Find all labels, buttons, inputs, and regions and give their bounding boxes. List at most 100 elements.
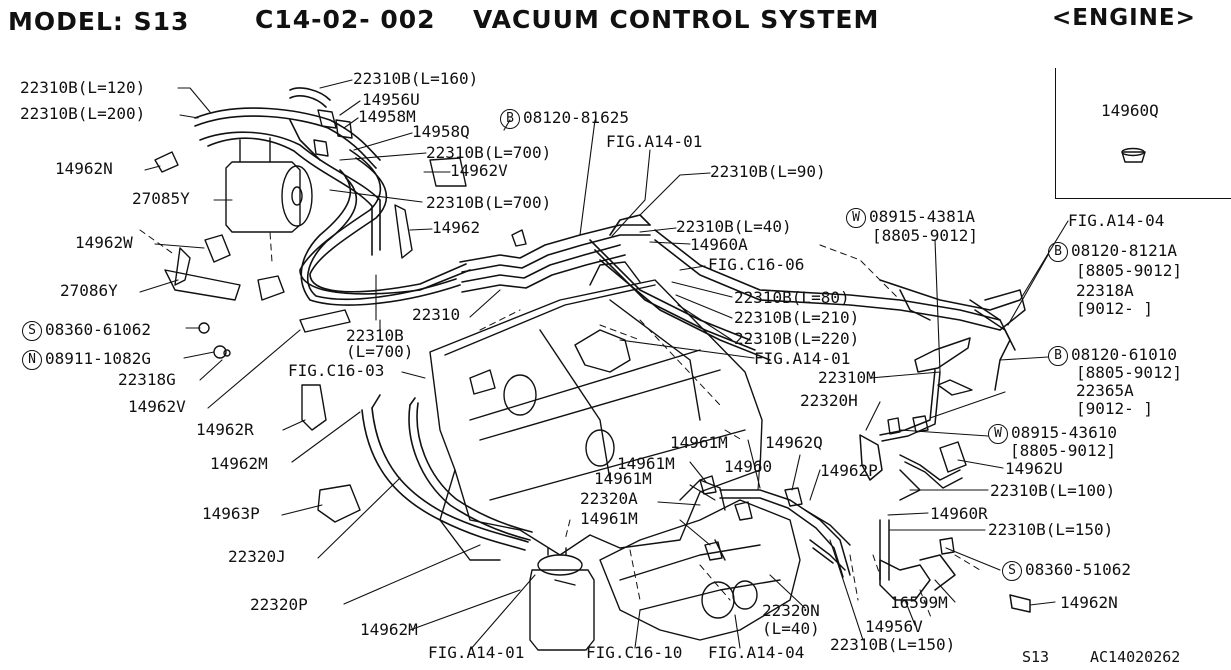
part-callout: 22310B(L=210)	[734, 309, 859, 327]
part-number-text: FIG.A14-04	[708, 643, 805, 662]
canister-drawing	[225, 137, 313, 233]
part-number-text: 14962	[432, 218, 481, 237]
part-number-text: 14961M	[670, 433, 728, 452]
part-number-text: 08360-61062	[45, 320, 151, 339]
part-number-text: 22320N	[762, 601, 820, 620]
part-callout: 22320P	[250, 596, 308, 614]
part-number-text: 14962M	[360, 620, 418, 639]
part-callout: 14962V	[128, 398, 186, 416]
part-number-text: 14958Q	[412, 122, 470, 141]
part-callout: [8805-9012]	[872, 227, 978, 245]
fastener-type-badge: S	[22, 321, 42, 341]
part-callout: 22320J	[228, 548, 286, 566]
part-number-text: (L=40)	[762, 619, 820, 638]
part-number-text: 14960	[724, 457, 773, 476]
part-callout: 14962P	[820, 462, 878, 480]
part-number-text: 14962V	[450, 161, 508, 180]
part-callout: 14956U	[362, 91, 420, 109]
part-callout: 14963P	[202, 505, 260, 523]
part-number-text: 22310M	[818, 368, 876, 387]
part-number-text: 22318A	[1076, 281, 1134, 300]
part-number-text: 16599M	[890, 593, 948, 612]
part-callout: 14961M	[617, 455, 675, 473]
part-number-text: [9012- ]	[1076, 299, 1154, 318]
part-number-text: 22310B(L=210)	[734, 308, 860, 327]
part-callout: 22310M	[818, 369, 876, 387]
part-callout: FIG.C16-06	[708, 256, 804, 274]
inset-box	[1055, 68, 1231, 199]
part-number-text: 22310B(L=700)	[426, 193, 552, 212]
part-callout: 14962V	[450, 162, 508, 180]
part-number-text: 08120-61010	[1071, 345, 1177, 364]
part-number-text: 22310B(L=100)	[990, 481, 1116, 500]
inset-part-label: 14960Q	[1101, 101, 1159, 120]
right-hose-drawing	[719, 289, 1031, 613]
part-callout: 14962	[432, 219, 480, 237]
part-callout: [8805-9012]	[1076, 364, 1182, 382]
part-callout: 27086Y	[60, 282, 118, 300]
part-number-text: 14962N	[1060, 593, 1118, 612]
part-number-text: 14962P	[820, 461, 878, 480]
part-callout: 22310B(L=700)	[426, 194, 551, 212]
part-number-text: FIG.C16-03	[288, 361, 385, 380]
part-callout: 16599M	[890, 594, 948, 612]
part-callout: FIG.A14-01	[754, 350, 850, 368]
part-callout: FIG.A14-01	[428, 644, 524, 662]
part-number-text: 14956V	[865, 617, 923, 636]
part-callout: 22310B(L=160)	[353, 70, 478, 88]
part-callout: 14962M	[360, 621, 418, 639]
fastener-type-badge: B	[1048, 346, 1068, 366]
part-number-text: 14963P	[202, 504, 260, 523]
part-callout: 22318A	[1076, 282, 1134, 300]
part-number-text: 14956U	[362, 90, 420, 109]
catalog-code: C14-02- 002	[255, 5, 436, 34]
part-number-text: 22310B(L=160)	[353, 69, 479, 88]
part-callout: 22310B(L=90)	[710, 163, 826, 181]
part-number-text: 22310B(L=700)	[426, 143, 552, 162]
part-number-text: [9012- ]	[1076, 399, 1154, 418]
part-callout: 14962U	[1005, 460, 1063, 478]
page-title: VACUUM CONTROL SYSTEM	[473, 5, 880, 34]
part-callout: 22310B(L=80)	[734, 289, 850, 307]
part-number-text: 08120-8121A	[1071, 241, 1177, 260]
part-number-text: 14958M	[358, 107, 416, 126]
footer-figure-code: AC14020262	[1090, 648, 1181, 666]
part-number-text: 22310B	[346, 326, 404, 345]
part-number-text: 22320A	[580, 489, 638, 508]
part-number-text: 14962M	[210, 454, 268, 473]
part-callout: 22320A	[580, 490, 638, 508]
part-callout: FIG.C16-03	[288, 362, 384, 380]
model-label: MODEL: S13	[8, 7, 190, 36]
part-callout: 14961M	[580, 510, 638, 528]
part-number-text: 08915-4381A	[869, 207, 975, 226]
part-number-text: 14961M	[594, 469, 652, 488]
part-callout: 22365A	[1076, 382, 1134, 400]
part-callout: 14962N	[1060, 594, 1118, 612]
part-number-text: FIG.A14-04	[1068, 211, 1165, 230]
part-number-text: 22310B(L=120)	[20, 78, 146, 97]
part-callout: 14958Q	[412, 123, 470, 141]
part-number-text: 14962R	[196, 420, 254, 439]
part-callout: 14962M	[210, 455, 268, 473]
part-number-text: 22310B(L=150)	[830, 635, 956, 654]
part-callout: (L=700)	[346, 343, 413, 361]
part-number-text: 14960R	[930, 504, 988, 523]
part-callout: FIG.A14-04	[708, 644, 804, 662]
part-number-text: [8805-9012]	[1076, 363, 1182, 382]
footer-model: S13	[1022, 648, 1050, 666]
part-number-text: FIG.C16-06	[708, 255, 805, 274]
part-number-text: 22310B(L=220)	[734, 329, 860, 348]
part-number-text: (L=700)	[346, 342, 414, 361]
part-number-text: 22318G	[118, 370, 176, 389]
part-number-text: 22320P	[250, 595, 308, 614]
part-number-text: 08915-43610	[1011, 423, 1117, 442]
part-callout: 22310B(L=40)	[676, 218, 792, 236]
hose-bundle-drawing	[194, 87, 1021, 361]
part-callout: 14962Q	[765, 434, 823, 452]
part-callout: (L=40)	[762, 620, 820, 638]
part-callout: 14960R	[930, 505, 988, 523]
part-callout: 22310B(L=150)	[988, 521, 1113, 539]
